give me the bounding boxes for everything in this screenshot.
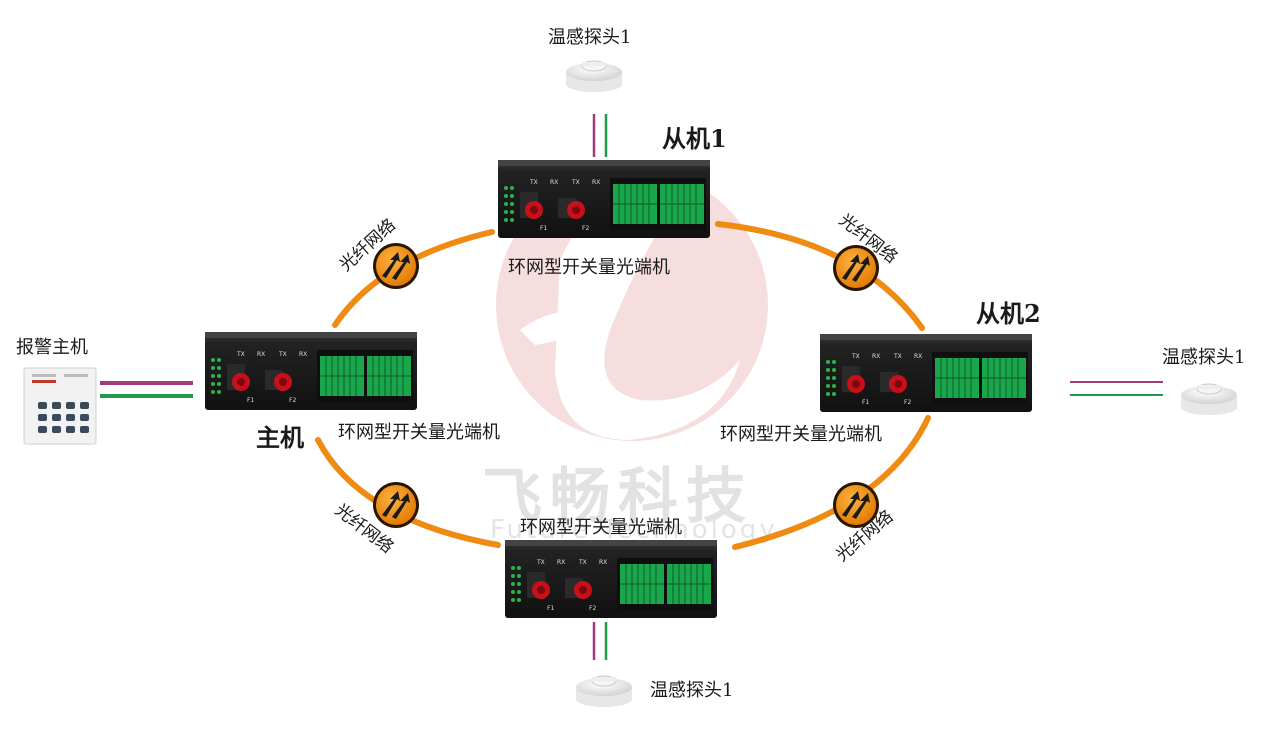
alarm-host-label: 报警主机: [16, 337, 88, 358]
panel-tx: TX: [536, 559, 545, 566]
panel-rx: RX: [872, 353, 880, 360]
device-slave2: [819, 333, 1033, 413]
device-master: [204, 331, 418, 411]
signal-lines-left: [100, 381, 193, 398]
panel-f2: F2: [589, 605, 596, 612]
panel-rx: RX: [599, 559, 607, 566]
fiber-badge-tl: [373, 243, 419, 289]
panel-f1: F1: [540, 225, 547, 232]
watermark-text-cn: 飞畅科技: [482, 462, 754, 532]
panel-f1: F1: [247, 397, 254, 404]
panel-rx: RX: [299, 351, 307, 358]
device-right-caption: 环网型开关量光端机: [720, 424, 882, 445]
panel-f1: F1: [862, 399, 869, 406]
ring-arc-top-right: [715, 221, 925, 331]
device-bottom-caption: 环网型开关量光端机: [520, 517, 682, 538]
slave2-title: 从机2: [976, 299, 1041, 328]
probe-bottom: [575, 675, 633, 708]
panel-rx: RX: [592, 179, 600, 186]
panel-tx: TX: [851, 353, 860, 360]
panel-f2: F2: [289, 397, 296, 404]
panel-tx: TX: [236, 351, 245, 358]
signal-lines-top: [592, 114, 608, 157]
panel-tx: TX: [278, 351, 287, 358]
device-left-caption: 环网型开关量光端机: [338, 422, 500, 443]
panel-tx: TX: [529, 179, 538, 186]
signal-lines-bottom: [592, 622, 608, 660]
panel-tx: TX: [893, 353, 902, 360]
device-slave1: [497, 159, 711, 239]
fiber-badge-bl: [373, 482, 419, 528]
probe-top: [565, 60, 623, 93]
alarm-keypad: [23, 367, 97, 445]
probe-top-label: 温感探头1: [548, 27, 632, 48]
panel-f2: F2: [582, 225, 589, 232]
panel-rx: RX: [257, 351, 265, 358]
panel-f1: F1: [547, 605, 554, 612]
signal-lines-right: [1070, 381, 1163, 396]
panel-rx: RX: [557, 559, 565, 566]
panel-rx: RX: [914, 353, 922, 360]
panel-f2: F2: [904, 399, 911, 406]
panel-rx: RX: [550, 179, 558, 186]
probe-right-label: 温感探头1: [1162, 347, 1246, 368]
panel-tx: TX: [571, 179, 580, 186]
panel-tx: TX: [578, 559, 587, 566]
probe-right: [1180, 383, 1238, 416]
probe-bottom-label: 温感探头1: [650, 680, 734, 701]
device-top-caption: 环网型开关量光端机: [508, 257, 670, 278]
slave1-title: 从机1: [662, 124, 727, 153]
device-bottom: [504, 539, 718, 619]
master-title: 主机: [256, 423, 304, 452]
